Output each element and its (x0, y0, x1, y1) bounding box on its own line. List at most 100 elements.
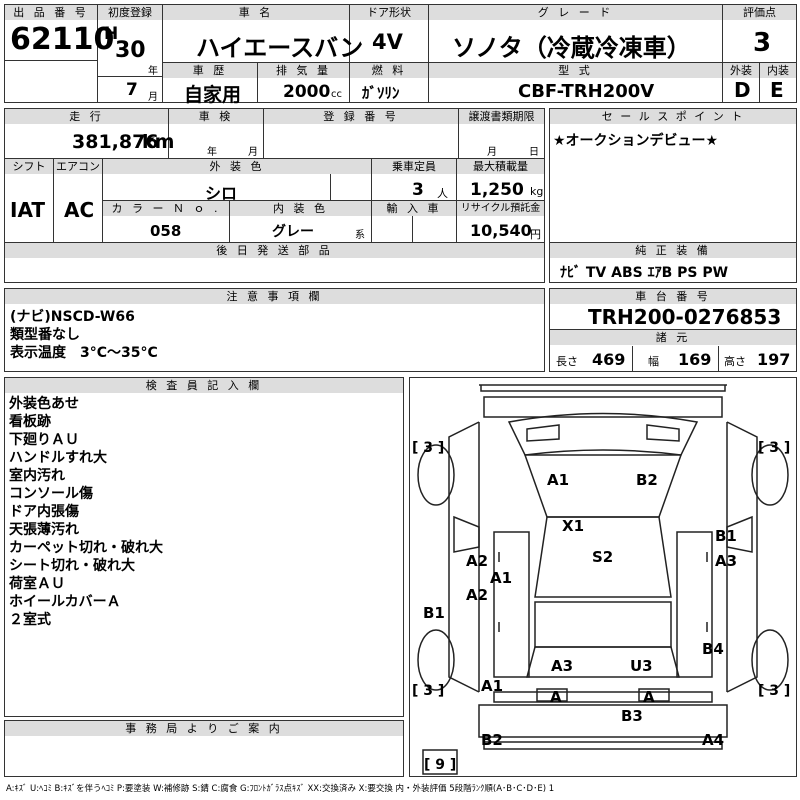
header-block (4, 4, 797, 103)
spec-height: 197 (757, 350, 791, 369)
damage-mark: A4 (702, 731, 725, 749)
ext-color-value: シロ (205, 184, 238, 203)
damage-mark: X1 (562, 517, 585, 535)
legend-text: A:ｷｽﾞ U:ﾍｺﾐ B:ｷｽﾞを伴うﾍｺﾐ P:要塗装 W:補修跡 S:錆 … (6, 784, 555, 794)
fuel-label: 燃 料 (350, 63, 428, 78)
spec-width: 169 (678, 350, 712, 369)
lot-label: 出 品 番 号 (5, 5, 97, 20)
door-type: 4V (372, 30, 403, 54)
remark-item: 下廻りＡＵ (9, 432, 79, 448)
color-no-label: カ ラ ー Ｎ ｏ . (103, 201, 229, 216)
door-label: ドア形状 (350, 5, 428, 20)
capacity-unit: 人 (437, 187, 448, 200)
chassis-label: 車 台 番 号 (550, 289, 796, 304)
shift-value: IAT (10, 198, 46, 222)
damage-mark: A1 (481, 677, 504, 695)
capacity-label: 乗車定員 (372, 159, 456, 174)
damage-mark: B1 (423, 604, 445, 622)
damage-mark: B4 (702, 640, 724, 658)
remark-item: シート切れ・破れ大 (9, 558, 135, 574)
remark-item: コンソール傷 (9, 486, 93, 502)
car-name-label: 車 名 (163, 5, 349, 20)
inspector-remarks: 外装色あせ 看板跡 下廻りＡＵ ハンドルすれ大 室内汚れ コンソール傷 ドア内張… (9, 395, 163, 629)
notes-line: 表示温度 3°C〜35°C (10, 345, 158, 361)
inspector-block (4, 377, 404, 717)
remark-item: 外装色あせ (9, 396, 79, 412)
damage-mark: S2 (592, 548, 614, 566)
damage-mark: A2 (466, 552, 489, 570)
van-outline-drawing (417, 384, 789, 775)
damage-mark: B2 (636, 471, 658, 489)
history-label: 車 歴 (163, 63, 257, 78)
vehicle-info-block (4, 108, 545, 283)
spare-tire: [ 9 ] (424, 757, 457, 773)
history-value: 自家用 (184, 84, 242, 106)
reg-no-label: 登 録 番 号 (264, 109, 458, 124)
first-reg-month: 7 (126, 80, 138, 100)
int-score-label: 内装 (760, 63, 796, 78)
remark-item: ハンドルすれ大 (9, 450, 107, 466)
int-color-label: 内 装 色 (230, 201, 371, 216)
damage-mark: B1 (715, 527, 737, 545)
damage-mark: A2 (466, 586, 489, 604)
damage-mark: A (550, 688, 562, 706)
remark-item: 看板跡 (9, 414, 51, 430)
notes-block (4, 288, 545, 372)
remark-item: ドア内張傷 (9, 504, 79, 520)
int-score-value: E (770, 78, 784, 102)
lot-number: 62110 (10, 22, 115, 57)
load-unit: kg (530, 185, 544, 198)
int-color-value: グレー (272, 224, 314, 240)
damage-mark: B3 (621, 707, 643, 725)
ext-color-label: 外 装 色 (103, 159, 371, 174)
tire-front-right: [ 3 ] (758, 440, 791, 456)
fuel-value: ｶﾞｿﾘﾝ (362, 84, 400, 102)
spec-width-label: 幅 (648, 355, 659, 368)
displacement-unit: cc (331, 89, 342, 100)
sale-point-block (549, 108, 797, 283)
model-label: 型 式 (429, 63, 722, 78)
shift-label: シフト (5, 159, 53, 174)
chassis-block (549, 288, 797, 372)
sale-point-label: セ ー ル ス ポ イ ン ト (550, 109, 796, 124)
ac-label: エアコン (54, 159, 102, 174)
grade-label: グ レ ー ド (429, 5, 722, 20)
score-value: 3 (753, 28, 772, 58)
tire-front-left: [ 3 ] (412, 440, 445, 456)
first-reg-year-unit: 年 (148, 66, 158, 77)
inspection-year-unit: 年 (207, 147, 217, 158)
damage-mark: A3 (715, 552, 738, 570)
equipment-label: 純 正 装 備 (550, 243, 796, 258)
damage-mark: A3 (551, 657, 574, 675)
tire-rear-left: [ 3 ] (412, 683, 445, 699)
first-reg-label: 初度登録 (98, 5, 162, 20)
int-color-suffix: 系 (355, 230, 365, 241)
spec-length-label: 長さ (556, 355, 578, 368)
office-block (4, 720, 404, 777)
spec-height-label: 高さ (724, 355, 746, 368)
inspection-label: 車 検 (169, 109, 263, 124)
notes-line: (ナビ)NSCD-W66 (10, 309, 135, 325)
grade-value: ソノタ（冷蔵冷凍車） (452, 34, 691, 62)
tire-rear-right: [ 3 ] (758, 683, 791, 699)
notes-line: 類型番なし (10, 327, 80, 343)
recycle-unit: 円 (530, 228, 541, 241)
remark-item: 室内汚れ (9, 468, 65, 484)
ext-score-value: D (734, 78, 751, 102)
displacement-label: 排 気 量 (258, 63, 349, 78)
spec-length: 469 (592, 350, 626, 369)
specs-label: 諸 元 (550, 330, 796, 345)
remark-item: カーペット切れ・破れ大 (9, 540, 163, 556)
damage-mark: A1 (547, 471, 570, 489)
car-name: ハイエースバン (196, 34, 364, 62)
load-value: 1,250 (470, 180, 524, 200)
damage-mark: A (643, 688, 655, 706)
first-reg-year: 30 (115, 38, 146, 63)
inspection-month-unit: 月 (248, 147, 258, 158)
mileage-label: 走 行 (5, 109, 168, 124)
displacement-value: 2000 (283, 82, 331, 102)
capacity-value: 3 (412, 180, 424, 200)
import-label: 輸 入 車 (372, 201, 456, 216)
mileage-value: 381,876 (72, 131, 159, 153)
ext-score-label: 外装 (723, 63, 759, 78)
